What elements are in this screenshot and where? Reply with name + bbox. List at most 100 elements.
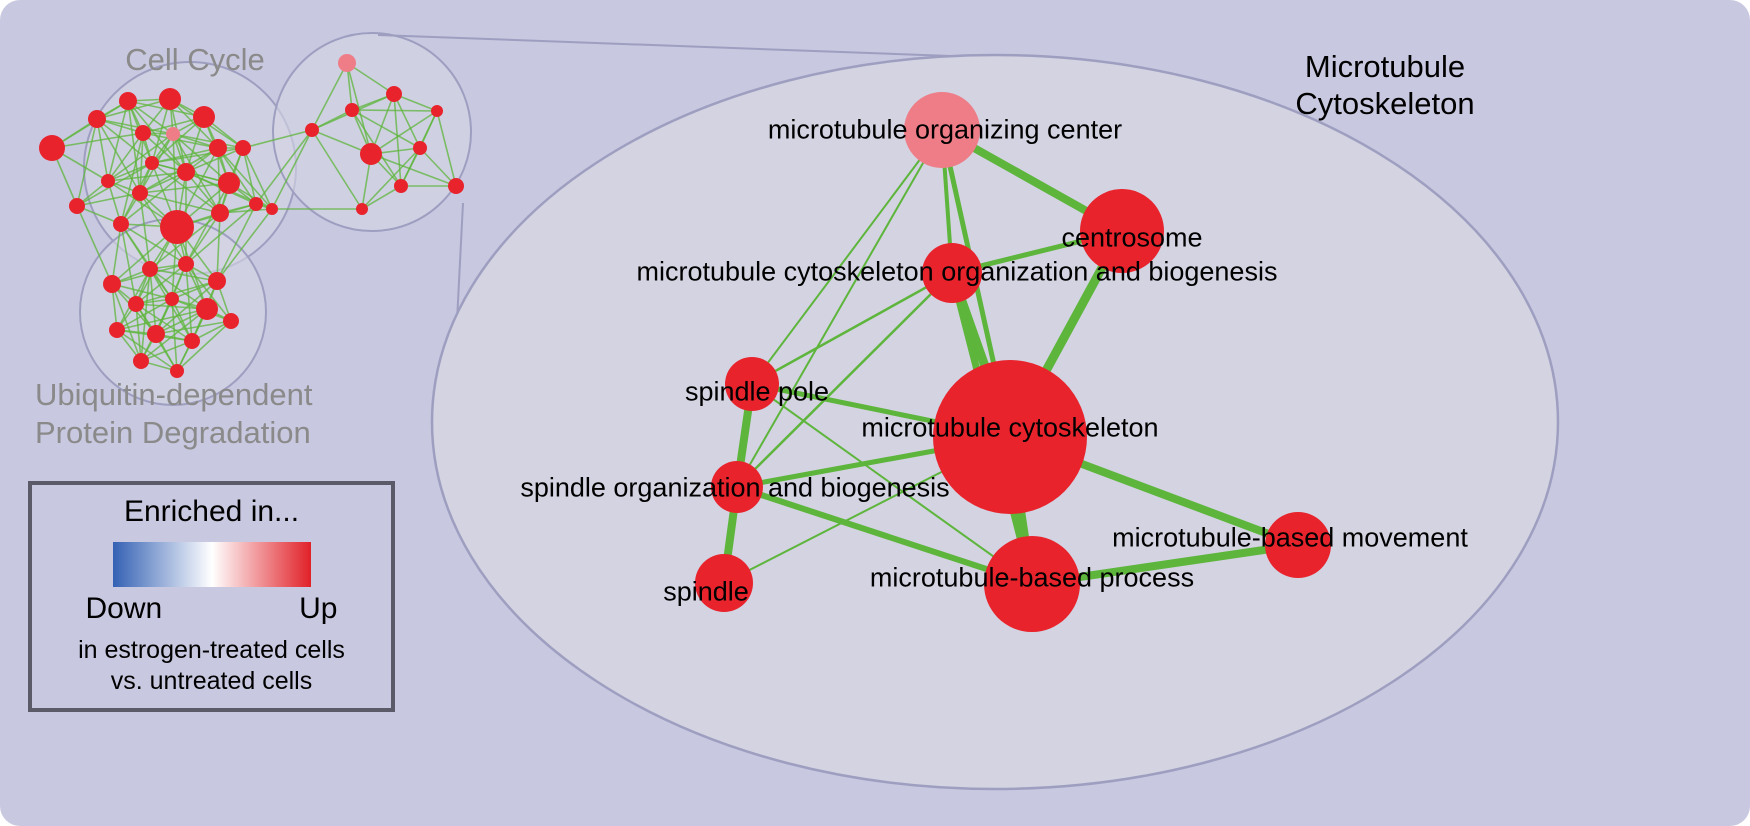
overview-node (223, 313, 239, 329)
overview-edge (116, 308, 208, 331)
overview-edge (51, 132, 144, 149)
legend-caption-line1: in estrogen-treated cells (78, 636, 345, 664)
overview-edge (111, 283, 142, 362)
overview-edge (185, 263, 232, 322)
overview-edge (107, 171, 187, 182)
legend-up-label: Up (299, 592, 338, 625)
overview-node (147, 325, 165, 343)
overview-node (394, 179, 408, 193)
detail-edge-mt_org-spindle_org (735, 271, 954, 489)
overview-edge (242, 129, 313, 149)
overview-edge (96, 118, 109, 182)
overview-edge (351, 109, 438, 112)
overview-node (356, 203, 368, 215)
overview-node (166, 127, 180, 141)
overview-node (132, 185, 148, 201)
overview-node (177, 163, 195, 181)
overview-node (113, 216, 129, 232)
overview-edge (139, 192, 221, 214)
legend-gradient-bar (112, 542, 311, 587)
overview-edge (139, 182, 230, 194)
overview-node (101, 174, 115, 188)
overview-node (184, 333, 200, 349)
overview-edge (271, 129, 313, 210)
legend-title: Enriched in... (123, 495, 300, 528)
overview-node (135, 125, 151, 141)
overview-node (69, 198, 85, 214)
overview-edge (393, 93, 421, 149)
overview-edge (149, 268, 208, 310)
overview-edge (346, 62, 395, 95)
overview-edge (185, 203, 257, 265)
overview-edge (217, 147, 273, 210)
overview-edge (116, 298, 173, 331)
detail-edge-spindle_org-mt_process (734, 484, 1035, 587)
overview-edge (140, 308, 208, 362)
detail-edge-moc-spindle_pole (751, 129, 943, 385)
overview-edge (111, 223, 122, 285)
overview-edge (96, 98, 171, 120)
overview-edge (151, 98, 171, 164)
overview-edge (120, 171, 187, 225)
overview-edge (370, 110, 438, 155)
detail-node-spindle_org (711, 461, 763, 513)
overview-edge (169, 98, 219, 149)
legend-box: Enriched in... Down Up in estrogen-treat… (28, 481, 395, 712)
overview-node (235, 140, 251, 156)
overview-node (431, 105, 443, 117)
overview-node (208, 272, 226, 290)
overview-edge (185, 147, 244, 173)
cluster-title-microtubule-cytoskeleton: Microtubule Cytoskeleton (1295, 48, 1474, 122)
overview-edge (172, 133, 221, 214)
overview-node (119, 92, 137, 110)
overview-edge (242, 147, 273, 210)
overview-node (128, 296, 144, 312)
overview-edge (151, 116, 205, 164)
overview-node (165, 292, 179, 306)
overview-edge (107, 132, 144, 182)
overview-node (305, 123, 319, 137)
overview-node (448, 178, 464, 194)
detail-node-mt_move (1265, 512, 1331, 578)
ubiquitin-title-line1: Ubiquitin-dependent (35, 377, 313, 412)
overview-node (145, 156, 159, 170)
detail-node-spindle_pole (725, 357, 779, 411)
overview-cluster-circle-microtubule-mini (272, 32, 472, 232)
detail-node-centrosome (1080, 189, 1164, 273)
overview-edge (370, 153, 457, 187)
overview-edge (351, 109, 421, 149)
overview-edge (216, 203, 257, 282)
overview-node (218, 172, 240, 194)
overview-edge (172, 133, 244, 149)
overview-node (249, 197, 263, 211)
overview-edge (135, 303, 193, 342)
overview-node (211, 204, 229, 222)
overview-edge (419, 147, 457, 187)
overview-node (88, 110, 106, 128)
overview-edge (135, 263, 187, 305)
overview-edge (311, 62, 348, 131)
zoom-connector-line-1 (377, 34, 1006, 59)
overview-edge (436, 110, 457, 187)
overview-node (170, 364, 184, 378)
overview-node (386, 86, 402, 102)
overview-edge (96, 118, 141, 194)
overview-edge (216, 208, 273, 282)
detail-node-mt_org (922, 243, 982, 303)
overview-edge (139, 192, 151, 270)
microtubule-title-line2: Cytoskeleton (1295, 86, 1475, 121)
legend-down-label: Down (85, 592, 163, 625)
detail-node-mt_process (984, 536, 1080, 632)
overview-edge (135, 280, 218, 305)
overview-node (338, 54, 356, 72)
overview-edge (311, 129, 363, 210)
overview-edge (107, 162, 153, 182)
overview-edge (242, 147, 257, 205)
overview-edge (107, 100, 129, 182)
overview-node (196, 298, 218, 320)
detail-node-spindle (695, 554, 753, 612)
overview-node (266, 203, 278, 215)
overview-node (109, 322, 125, 338)
overview-edge (176, 320, 232, 372)
